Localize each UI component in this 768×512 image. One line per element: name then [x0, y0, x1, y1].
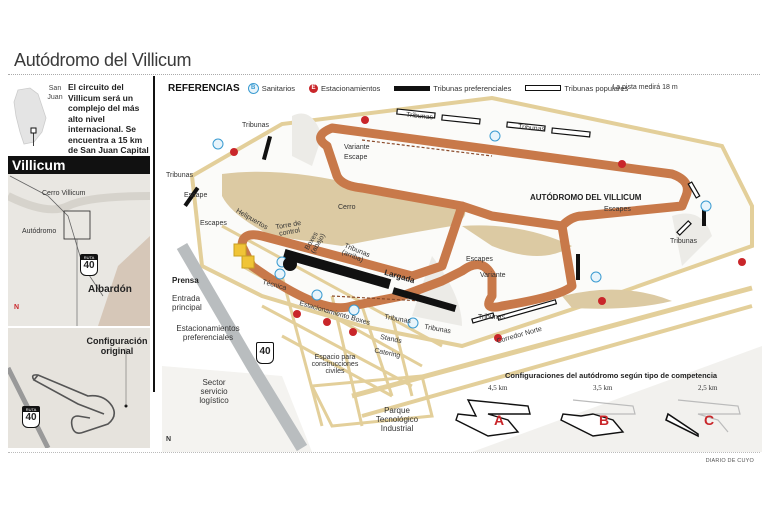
locator-map: Villicum Cerro Villicum Autódromo RUTA 4…	[8, 156, 150, 326]
left-panel: San Juan El circuito del Villicum será u…	[8, 76, 150, 450]
label-original-config: Configuración original	[86, 336, 148, 356]
config-b-shape	[560, 399, 636, 437]
label-cerro: Cerro	[338, 204, 356, 211]
original-config-map: Configuración original RUTA 40	[8, 328, 150, 448]
preferred-stand-swatch-icon	[394, 85, 431, 91]
province-inset: San Juan El circuito del Villicum será u…	[8, 76, 150, 155]
config-c: 2,5 km C	[658, 384, 748, 438]
san-juan-province-shape	[13, 87, 47, 146]
locator-header: Villicum	[8, 156, 150, 174]
legend-parking: E Estacionamientos	[309, 83, 380, 93]
circuit-map: Tribunas Tribunas Tribunas Tribunas Trib…	[162, 96, 762, 452]
label-variante-2: Variante	[480, 272, 506, 279]
label-sector-logistico: Sector servicio logístico	[199, 378, 229, 405]
column-divider	[153, 76, 155, 392]
page-title: Autódromo del Villicum	[14, 50, 192, 70]
popular-stand-swatch-icon	[525, 85, 562, 91]
config-a-letter: A	[494, 412, 505, 428]
config-c-letter: C	[704, 412, 715, 428]
config-a: 4,5 km A	[448, 384, 538, 437]
route-40-badge: RUTA 40	[80, 254, 98, 276]
north-arrow-icon: N	[14, 304, 20, 311]
bottom-divider	[8, 452, 760, 453]
label-entrada-principal: Entrada principal	[172, 294, 202, 312]
label-escapes-w: Escapes	[200, 220, 227, 227]
circuit-title: AUTÓDROMO DEL VILLICUM	[530, 193, 642, 202]
credit: DIARIO DE CUYO	[705, 458, 754, 464]
label-tribunas-nw: Tribunas	[242, 122, 269, 129]
track-width-note: La pista medirá 18 m	[612, 84, 678, 91]
label-escapes-mid: Escapes	[466, 256, 493, 263]
label-tribunas-bottom: Tribunas	[478, 314, 505, 321]
intro-text: El circuito del Villicum será un complej…	[68, 82, 149, 155]
route-40-badge-map: 40	[256, 342, 274, 364]
label-prensa: Prensa	[172, 276, 199, 285]
config-c-shape	[665, 399, 741, 438]
north-arrow-icon-map: N	[166, 436, 172, 443]
configurations-title: Configuraciones del autódromo según tipo…	[505, 371, 718, 380]
label-autodromo: Autódromo	[22, 228, 57, 235]
references-title: REFERENCIAS	[168, 82, 240, 94]
circuit-map-graphic	[162, 96, 762, 452]
label-tribunas-e: Tribunas	[670, 238, 697, 245]
label-variante-1: Variante	[344, 144, 370, 151]
config-b: 3,5 km B	[553, 384, 643, 437]
legend-preferred-stands: Tribunas preferenciales	[394, 84, 511, 93]
parking-icon: E	[309, 83, 319, 93]
references-legend: REFERENCIAS B Sanitarios E Estacionamien…	[168, 80, 636, 96]
route-40-badge-original: RUTA 40	[22, 406, 40, 428]
restroom-icon: B	[247, 82, 259, 94]
label-espacio-construcciones: Espacio para construcciones civiles	[311, 354, 359, 375]
legend-restroom: B Sanitarios	[247, 82, 295, 94]
label-escape-1: Escape	[344, 154, 368, 161]
label-escape-w: Escape	[184, 192, 208, 199]
legend-popular-stands: Tribunas populares	[525, 84, 628, 93]
label-estacionamientos-preferenciales: Estacionamientos preferenciales	[176, 324, 240, 342]
label-parque-tecnologico: Parque Tecnológico Industrial	[375, 406, 419, 433]
config-a-shape	[455, 399, 531, 437]
locator-terrain	[8, 175, 150, 326]
label-escapes-e: Escapes	[604, 206, 631, 213]
label-cerro-villicum: Cerro Villicum	[42, 190, 86, 197]
title-divider	[8, 74, 760, 75]
config-b-letter: B	[599, 412, 610, 428]
province-label: San Juan	[47, 85, 63, 101]
label-tribunas-w: Tribunas	[166, 172, 193, 179]
label-albardon: Albardón	[88, 284, 132, 295]
